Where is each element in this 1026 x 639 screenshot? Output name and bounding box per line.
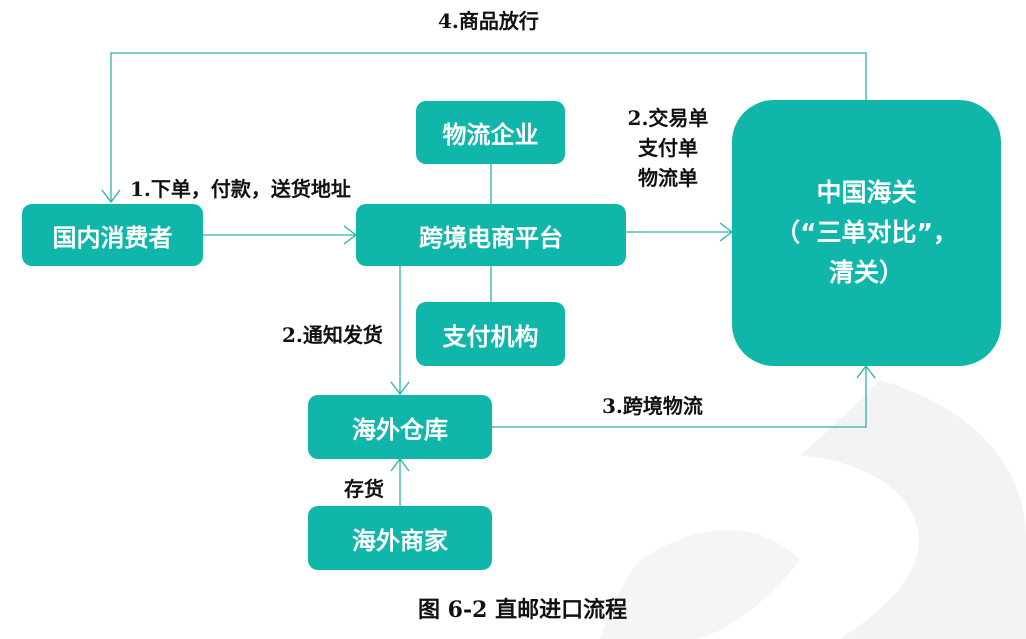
docs-label: 2.交易单 支付单 物流单	[618, 103, 718, 193]
figure-caption: 图 6-2 直邮进口流程	[418, 597, 628, 623]
docs-label-line-1: 2.交易单	[627, 106, 709, 130]
watermark-shape-2	[600, 530, 800, 639]
customs-node: 中国海关 （“三单对比”， 清关）	[732, 100, 1001, 366]
order-label: 1.下单，付款，送货地址	[130, 177, 351, 201]
customs-line-2: （“三单对比”，	[775, 218, 958, 247]
notify-label: 2.通知发货	[282, 323, 383, 347]
shipping-edge	[492, 366, 867, 428]
customs-line-3: 清关）	[828, 258, 904, 287]
release-arrowhead	[101, 189, 121, 204]
logistics-node: 物流企业	[416, 101, 565, 164]
docs-label-line-3: 物流单	[638, 166, 698, 190]
platform-node: 跨境电商平台	[356, 204, 626, 266]
consumer-node: 国内消费者	[22, 204, 203, 266]
stock-arrowhead	[390, 457, 410, 472]
release-label: 4.商品放行	[438, 9, 539, 33]
payment-node: 支付机构	[416, 302, 565, 366]
watermark-shape	[800, 380, 1026, 639]
merchant-node: 海外商家	[308, 506, 492, 570]
stock-label: 存货	[344, 477, 384, 501]
docs-label-line-2: 支付单	[638, 136, 698, 160]
warehouse-node: 海外仓库	[308, 395, 492, 459]
shipping-label: 3.跨境物流	[602, 394, 703, 418]
notify-arrowhead	[390, 381, 410, 396]
customs-title: 中国海关	[816, 178, 917, 207]
release-edge	[110, 52, 867, 202]
shipping-arrowhead	[856, 364, 876, 379]
